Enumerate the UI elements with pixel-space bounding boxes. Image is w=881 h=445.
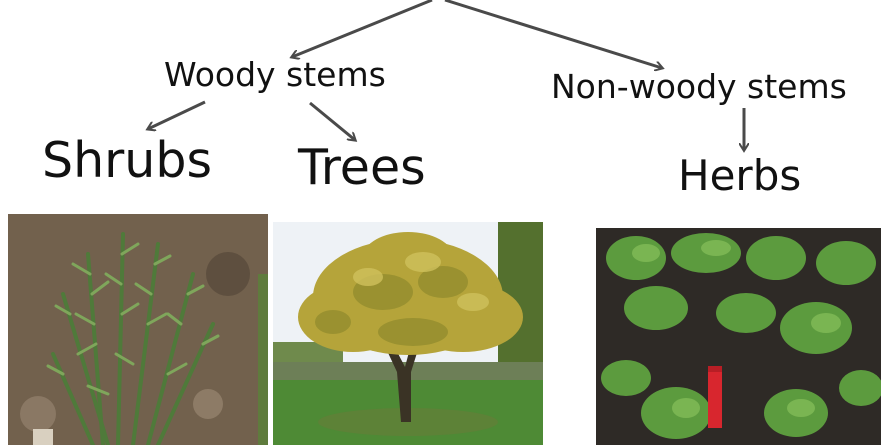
rosemary-shrub-photo bbox=[8, 214, 268, 445]
herbs-label: Herbs bbox=[678, 151, 802, 200]
trees-label: Trees bbox=[298, 139, 426, 196]
arrow-root-to-woody bbox=[292, 0, 433, 57]
mint-herbs-photo bbox=[596, 228, 881, 445]
arrow-root-to-nonwoody bbox=[444, 0, 662, 68]
non-woody-stems-label: Non-woody stems bbox=[551, 67, 847, 106]
arrow-woody-to-shrubs bbox=[148, 100, 206, 129]
tree-photo bbox=[273, 222, 543, 445]
shrubs-label: Shrubs bbox=[42, 132, 212, 189]
woody-stems-label: Woody stems bbox=[164, 55, 386, 94]
arrow-woody-to-trees bbox=[309, 101, 355, 140]
